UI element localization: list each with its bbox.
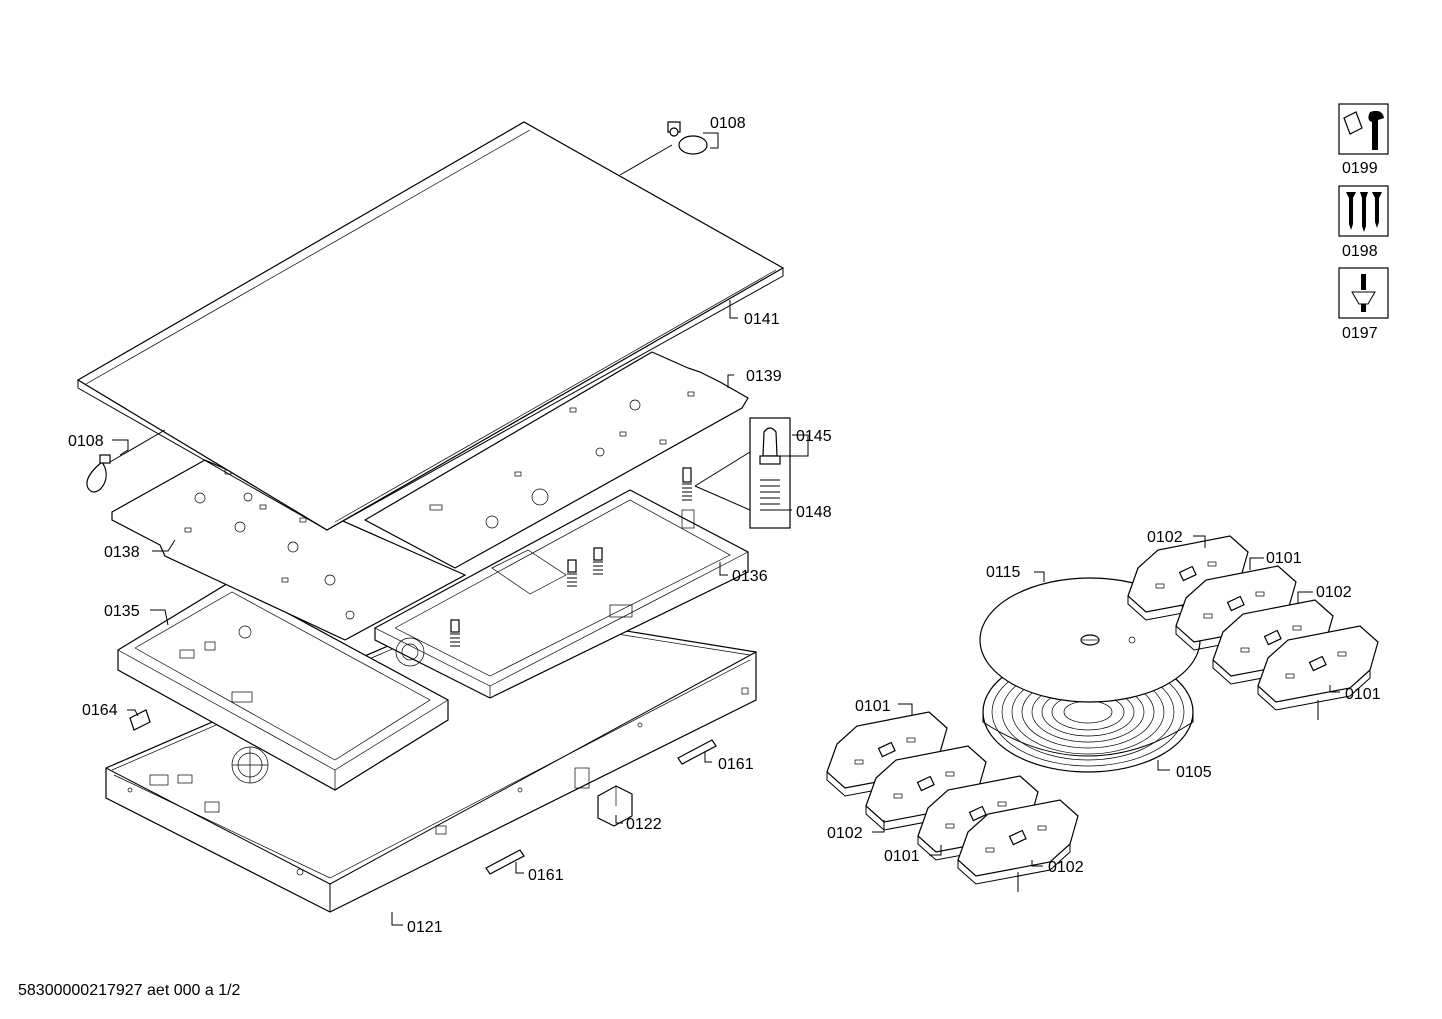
label-0197: 0197	[1342, 325, 1378, 342]
label-0101-b: 0101	[1345, 686, 1381, 703]
coil-module-connector	[877, 741, 896, 758]
drawing-number-footer: 58300000217927 aet 000 a 1/2	[18, 982, 241, 999]
sheet-metal-right	[363, 351, 749, 569]
label-0108-left: 0108	[68, 433, 104, 450]
coil-module-tab	[945, 823, 955, 829]
holder-frame-right	[374, 489, 749, 699]
coil-module	[1257, 625, 1379, 711]
pin-spring-callout	[694, 417, 791, 529]
coil-module-tab	[1285, 673, 1295, 679]
part-number-labels: 0108 0108 0141 0139 0145 0148 0138 0136 …	[68, 115, 1381, 936]
label-0115: 0115	[986, 564, 1021, 581]
coil-module-tab	[1255, 591, 1265, 597]
coil-module-edge	[1257, 670, 1371, 711]
label-0102-c: 0102	[827, 825, 863, 842]
label-0108-top: 0108	[710, 115, 746, 132]
label-0105: 0105	[1176, 764, 1212, 781]
part-0161-lower	[485, 849, 525, 875]
label-0161-upper: 0161	[718, 756, 754, 773]
coil-module-tab	[1037, 825, 1047, 831]
part-0161-upper	[677, 739, 717, 765]
screwdriver-icon	[1338, 267, 1389, 319]
leader-lines	[112, 132, 1340, 926]
coil-module-tab	[906, 737, 916, 743]
label-0102-b: 0102	[1316, 584, 1352, 601]
coil-module-tab	[854, 759, 864, 765]
label-0139: 0139	[746, 368, 782, 385]
label-0135: 0135	[104, 603, 140, 620]
coil-module-tab	[1207, 561, 1217, 567]
coil-module-tab	[1203, 613, 1213, 619]
coil-module-tab	[1240, 647, 1250, 653]
coil-module-edge	[957, 844, 1071, 885]
coil-module-tab	[985, 847, 995, 853]
coil-module	[957, 799, 1079, 885]
coil-module-connector	[968, 805, 987, 822]
coil-module-tab	[945, 771, 955, 777]
part-0164	[129, 709, 151, 731]
coil-module-tab	[997, 801, 1007, 807]
label-0102-d: 0102	[1048, 859, 1084, 876]
coil-module-connector	[1308, 655, 1327, 672]
label-0101-a: 0101	[1266, 550, 1302, 567]
coil-module-tab	[1155, 583, 1165, 589]
wrench-icon	[1338, 103, 1389, 155]
coil-module-connector	[1226, 595, 1245, 612]
coil-module-connector	[1178, 565, 1197, 582]
label-0121: 0121	[407, 919, 443, 936]
label-0199: 0199	[1342, 160, 1378, 177]
glass-ceramic-top	[76, 121, 785, 531]
label-0198: 0198	[1342, 243, 1378, 260]
coil-module-connector	[1263, 629, 1282, 646]
label-0138: 0138	[104, 544, 140, 561]
coil-module-tab	[893, 793, 903, 799]
label-0141: 0141	[744, 311, 780, 328]
clamp-top	[619, 121, 708, 176]
label-0102-a: 0102	[1147, 529, 1183, 546]
part-0122	[597, 785, 633, 827]
label-0101-d: 0101	[884, 848, 920, 865]
label-0161-lower: 0161	[528, 867, 564, 884]
clamp-left	[86, 429, 166, 493]
coil-module-connector	[916, 775, 935, 792]
coil-module-tab	[1337, 651, 1347, 657]
spring-pins	[450, 467, 692, 647]
coil-module-tab	[1292, 625, 1302, 631]
label-0136: 0136	[732, 568, 768, 585]
oval-coil-modules	[826, 535, 1379, 892]
coil-module-connector	[1008, 829, 1027, 846]
label-0145: 0145	[796, 428, 832, 445]
label-0122: 0122	[626, 816, 662, 833]
screws-icon	[1338, 185, 1389, 237]
label-0101-c: 0101	[855, 698, 891, 715]
label-0164: 0164	[82, 702, 118, 719]
label-0148: 0148	[796, 504, 832, 521]
